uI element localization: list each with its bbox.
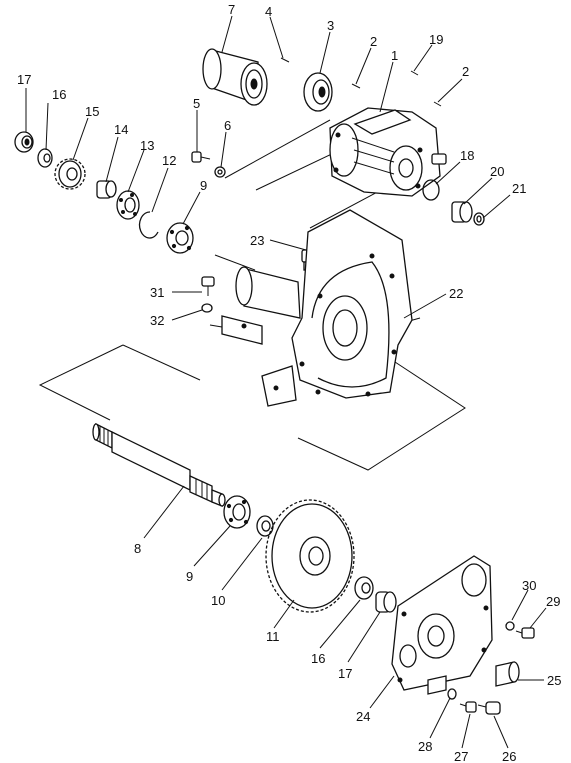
part-13-bearing bbox=[116, 190, 140, 220]
callout-11: 11 bbox=[266, 629, 280, 644]
callout-20: 20 bbox=[490, 164, 504, 179]
part-8-shaft bbox=[92, 422, 226, 507]
callout-22: 22 bbox=[449, 286, 463, 301]
callout-14: 14 bbox=[114, 122, 128, 137]
part-11-gear bbox=[265, 499, 355, 613]
callout-24: 24 bbox=[356, 709, 370, 724]
callout-3: 3 bbox=[327, 18, 334, 33]
part-25-cap bbox=[495, 661, 520, 687]
callout-15: 15 bbox=[85, 104, 99, 119]
callout-23: 23 bbox=[250, 233, 264, 248]
callout-26: 26 bbox=[502, 749, 516, 763]
part-7-cylinder bbox=[202, 48, 268, 106]
part-2-pin-b bbox=[433, 101, 442, 107]
part-10-spacer bbox=[256, 515, 274, 537]
callout-27: 27 bbox=[454, 749, 468, 763]
callout-32: 32 bbox=[150, 313, 164, 328]
part-22-gear-case bbox=[221, 209, 413, 407]
assembly-guide-lines bbox=[38, 119, 466, 471]
callout-18: 18 bbox=[460, 148, 474, 163]
part-31-bolt bbox=[201, 276, 215, 296]
part-2-pin-a bbox=[351, 83, 361, 89]
callout-10: 10 bbox=[211, 593, 225, 608]
part-29-bolt bbox=[515, 627, 535, 639]
callout-5: 5 bbox=[193, 96, 200, 111]
callout-17-bottom: 17 bbox=[338, 666, 352, 681]
callout-8: 8 bbox=[134, 541, 141, 556]
callout-21: 21 bbox=[512, 181, 526, 196]
callout-7: 7 bbox=[228, 2, 235, 17]
part-14-collar bbox=[96, 180, 117, 199]
callout-2-left: 2 bbox=[370, 34, 377, 49]
callout-labels: 17 16 15 14 13 12 9 5 6 7 4 3 2 1 19 2 1… bbox=[17, 2, 561, 763]
callout-16-bottom: 16 bbox=[311, 651, 325, 666]
part-19-pin bbox=[410, 70, 419, 76]
callout-25: 25 bbox=[547, 673, 561, 688]
part-32-washer bbox=[201, 303, 213, 313]
callout-13: 13 bbox=[140, 138, 154, 153]
part-9-bearing-lower bbox=[223, 495, 251, 529]
part-17-nut bbox=[14, 131, 34, 153]
part-16-spacer-lower bbox=[354, 576, 374, 600]
part-12-snap-ring bbox=[138, 211, 159, 239]
callout-1: 1 bbox=[391, 48, 398, 63]
callout-2-right: 2 bbox=[462, 64, 469, 79]
part-18-o-ring bbox=[422, 179, 440, 201]
part-5-bolt bbox=[191, 151, 211, 163]
part-6-washer bbox=[214, 166, 226, 178]
callout-30: 30 bbox=[522, 578, 536, 593]
part-17-bearing-lower bbox=[375, 591, 397, 613]
part-21-washer bbox=[473, 212, 485, 226]
callout-12: 12 bbox=[162, 153, 176, 168]
leader-lines bbox=[25, 15, 547, 749]
part-30-washer bbox=[505, 621, 515, 631]
callout-4: 4 bbox=[265, 4, 272, 19]
callout-9-bottom: 9 bbox=[186, 569, 193, 584]
part-3-seal bbox=[303, 72, 333, 112]
part-24-cover bbox=[391, 555, 493, 695]
callout-16-top: 16 bbox=[52, 87, 66, 102]
part-28-washer bbox=[447, 688, 457, 700]
part-1-pump-assembly bbox=[329, 107, 447, 197]
part-20-bearing bbox=[451, 201, 473, 223]
part-9-bearing-upper bbox=[166, 222, 194, 254]
part-27-bolt bbox=[459, 701, 477, 713]
callout-28: 28 bbox=[418, 739, 432, 754]
callout-9-top: 9 bbox=[200, 178, 207, 193]
callout-6: 6 bbox=[224, 118, 231, 133]
part-15-sprocket bbox=[54, 158, 86, 190]
callout-19: 19 bbox=[429, 32, 443, 47]
callout-31: 31 bbox=[150, 285, 164, 300]
part-16-spacer bbox=[37, 148, 53, 168]
callout-17-top: 17 bbox=[17, 72, 31, 87]
part-4-pin bbox=[280, 57, 290, 63]
part-26-bolt bbox=[477, 701, 501, 715]
callout-29: 29 bbox=[546, 594, 560, 609]
